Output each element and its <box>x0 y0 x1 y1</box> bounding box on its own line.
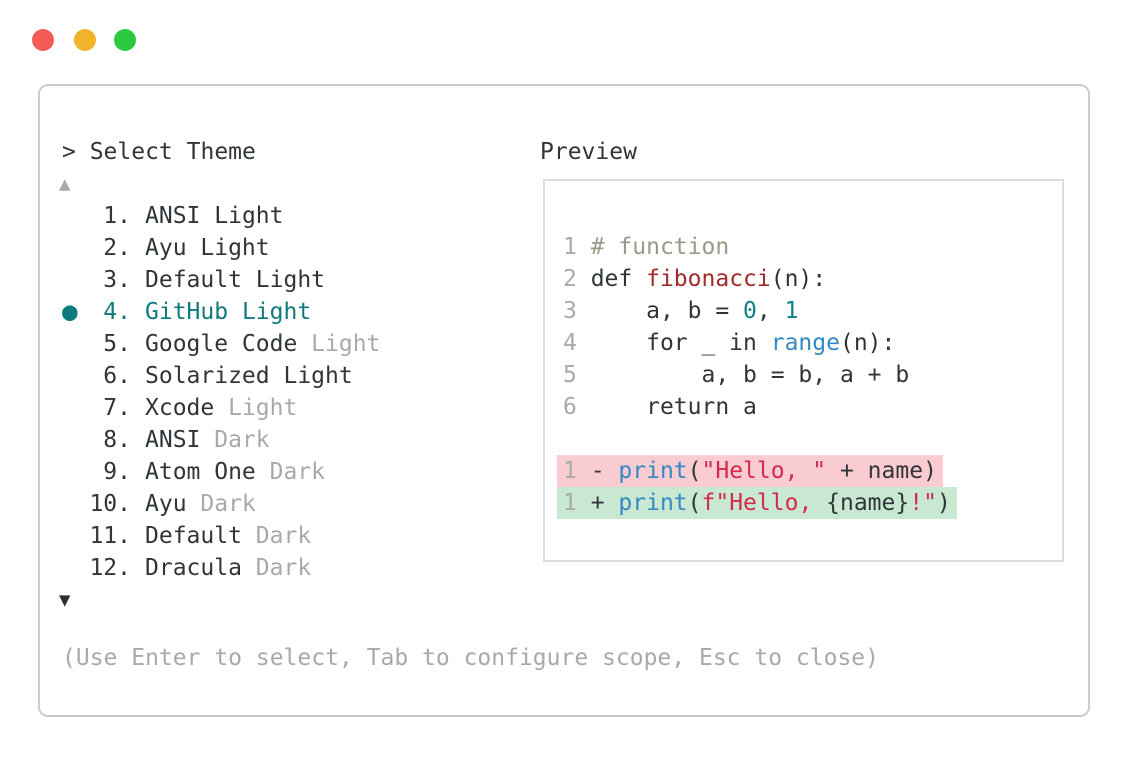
selected-bullet-icon: ● <box>62 297 78 327</box>
marker-spacer <box>62 424 82 456</box>
theme-number: 8. <box>103 427 131 453</box>
minimize-button[interactable] <box>74 29 96 51</box>
code-line: 3 a, b = 0, 1 <box>563 298 799 324</box>
theme-list-item-10[interactable]: 10. Ayu Dark <box>62 488 380 520</box>
marker-spacer <box>62 392 82 424</box>
preview-code: 1 # function 2 def fibonacci(n): 3 a, b = … <box>545 181 1062 519</box>
theme-list-item-11[interactable]: 11. Default Dark <box>62 520 380 552</box>
theme-label: Ayu Light <box>145 235 270 261</box>
keyboard-hints: (Use Enter to select, Tab to configure s… <box>62 645 879 671</box>
marker-spacer <box>62 264 82 296</box>
theme-number: 11. <box>89 523 131 549</box>
theme-label: Dracula Dark <box>145 555 312 581</box>
scroll-up-icon[interactable]: ▲ <box>59 173 71 195</box>
theme-label: Default Light <box>145 267 326 293</box>
theme-list: 1. ANSI Light 2. Ayu Light 3. Default Light ● 4… <box>62 200 380 584</box>
theme-list-item-8[interactable]: 8. ANSI Dark <box>62 424 380 456</box>
theme-list-item-4[interactable]: ● 4. GitHub Light <box>62 296 380 328</box>
theme-list-item-12[interactable]: 12. Dracula Dark <box>62 552 380 584</box>
code-line: 1 # function <box>563 234 730 260</box>
marker-spacer <box>62 328 82 360</box>
theme-list-item-5[interactable]: 5. Google Code Light <box>62 328 380 360</box>
theme-label: Ayu Dark <box>145 491 256 517</box>
marker-spacer <box>62 552 82 584</box>
preview-pane: 1 # function 2 def fibonacci(n): 3 a, b = … <box>543 179 1064 562</box>
marker-spacer <box>62 488 82 520</box>
preview-title: Preview <box>540 139 637 165</box>
theme-picker-dialog: > Select Theme Preview ▲ 1. ANSI Light 2. A… <box>38 84 1090 717</box>
theme-label: ANSI Light <box>145 203 284 229</box>
theme-list-item-6[interactable]: 6. Solarized Light <box>62 360 380 392</box>
theme-number: 1. <box>103 203 131 229</box>
marker-spacer <box>62 456 82 488</box>
theme-number: 12. <box>89 555 131 581</box>
theme-label: Xcode Light <box>145 395 298 421</box>
theme-number: 10. <box>89 491 131 517</box>
theme-number: 9. <box>103 459 131 485</box>
code-line: 4 for _ in range(n): <box>563 330 896 356</box>
diff-deletion-line: 1 - print("Hello, " + name) <box>557 455 1062 487</box>
theme-label: Google Code Light <box>145 331 381 357</box>
code-line: 5 a, b = b, a + b <box>563 362 910 388</box>
theme-list-item-1[interactable]: 1. ANSI Light <box>62 200 380 232</box>
theme-list-item-9[interactable]: 9. Atom One Dark <box>62 456 380 488</box>
theme-number: 6. <box>103 363 131 389</box>
marker-spacer <box>62 232 82 264</box>
scroll-down-icon[interactable]: ▼ <box>59 589 71 611</box>
theme-label: ANSI Dark <box>145 427 270 453</box>
window-titlebar <box>0 0 1129 60</box>
blank-line <box>563 423 1062 455</box>
theme-list-item-7[interactable]: 7. Xcode Light <box>62 392 380 424</box>
marker-spacer <box>62 520 82 552</box>
theme-number: 2. <box>103 235 131 261</box>
theme-label: Solarized Light <box>145 363 353 389</box>
code-line: 2 def fibonacci(n): <box>563 266 827 292</box>
theme-number: 4. <box>103 299 131 325</box>
code-line: 6 return a <box>563 394 757 420</box>
theme-label: Default Dark <box>145 523 312 549</box>
theme-number: 7. <box>103 395 131 421</box>
theme-label: GitHub Light <box>145 299 312 325</box>
zoom-button[interactable] <box>114 29 136 51</box>
dialog-title: > Select Theme <box>62 139 256 165</box>
theme-label: Atom One Dark <box>145 459 326 485</box>
theme-number: 3. <box>103 267 131 293</box>
diff-addition-line: 1 + print(f"Hello, {name}!") <box>557 487 1062 519</box>
marker-spacer <box>62 360 82 392</box>
theme-number: 5. <box>103 331 131 357</box>
marker-spacer <box>62 200 82 232</box>
theme-list-item-2[interactable]: 2. Ayu Light <box>62 232 380 264</box>
theme-list-item-3[interactable]: 3. Default Light <box>62 264 380 296</box>
close-button[interactable] <box>32 29 54 51</box>
